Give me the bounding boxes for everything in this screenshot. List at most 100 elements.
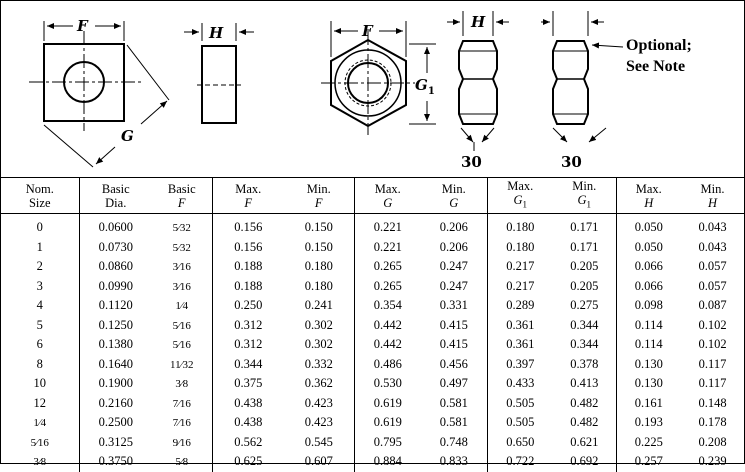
table-cell: 0.795 bbox=[353, 432, 421, 452]
table-cell: 0.102 bbox=[698, 317, 727, 332]
table-cell: 0.2160 bbox=[78, 393, 152, 413]
table-cell: 9⁄16 bbox=[172, 436, 191, 449]
table-cell: 0.130 bbox=[615, 374, 681, 394]
table-cell: 0.050 bbox=[615, 213, 681, 238]
column-header: Nom.Size bbox=[1, 178, 79, 214]
table-cell: 0.156 bbox=[211, 237, 284, 257]
table-cell: 0.378 bbox=[570, 356, 599, 371]
table-cell: 0.114 bbox=[615, 335, 681, 355]
table-cell: 4 bbox=[36, 298, 43, 313]
column-header: Min.G1 bbox=[553, 178, 616, 214]
table-cell: 0.505 bbox=[486, 393, 553, 413]
table-cell: 3 bbox=[36, 278, 43, 293]
table-cell: 0.066 bbox=[615, 257, 681, 277]
label-h-hex: H bbox=[470, 13, 486, 31]
table-cell: 0.545 bbox=[304, 434, 333, 449]
table-cell: 0.312 bbox=[211, 315, 284, 335]
table-cell: 0.066 bbox=[615, 276, 681, 296]
table-cell: 0.180 bbox=[304, 278, 333, 293]
table-cell: 0.354 bbox=[353, 296, 421, 316]
table-cell: 0.530 bbox=[353, 374, 421, 394]
table-cell: 8 bbox=[36, 356, 43, 371]
square-nut-side-view bbox=[184, 23, 254, 124]
table-cell: 0.193 bbox=[615, 413, 681, 433]
table-cell: 0.057 bbox=[698, 259, 727, 274]
table-cell: 0.438 bbox=[211, 393, 284, 413]
table-cell: 1⁄4 bbox=[175, 300, 189, 313]
column-header: Max.G1 bbox=[486, 178, 553, 214]
table-cell: 0.1120 bbox=[78, 296, 152, 316]
table-cell: 0.456 bbox=[439, 356, 468, 371]
table-cell: 0.0600 bbox=[78, 213, 152, 238]
square-nut-top-view bbox=[29, 21, 170, 168]
table-cell: 0.442 bbox=[353, 335, 421, 355]
table-cell: 0.043 bbox=[698, 220, 727, 235]
table-cell: 0.482 bbox=[570, 415, 599, 430]
table-cell: 3⁄8 bbox=[33, 456, 47, 469]
table-cell: 0.171 bbox=[570, 239, 599, 254]
table-cell: 0.171 bbox=[570, 220, 599, 235]
table-cell: 0.161 bbox=[615, 393, 681, 413]
table-cell: 0.241 bbox=[304, 298, 333, 313]
table-cell: 0.2500 bbox=[78, 413, 152, 433]
table-cell: 2 bbox=[36, 259, 43, 274]
table-cell: 0.331 bbox=[439, 298, 468, 313]
table-cell: 0.375 bbox=[211, 374, 284, 394]
table-cell: 0.114 bbox=[615, 315, 681, 335]
table-cell: 0.833 bbox=[439, 454, 468, 469]
table-cell: 0.102 bbox=[698, 337, 727, 352]
table-cell: 5⁄16 bbox=[172, 339, 191, 352]
table-cell: 0.0990 bbox=[78, 276, 152, 296]
table-cell: 0.225 bbox=[615, 432, 681, 452]
label-f-hex: F bbox=[361, 22, 374, 40]
table-cell: 7⁄16 bbox=[172, 397, 191, 410]
column-header: Max.F bbox=[211, 178, 284, 214]
table-cell: 0.415 bbox=[439, 317, 468, 332]
table-cell: 0.188 bbox=[211, 257, 284, 277]
table-cell: 0.621 bbox=[570, 434, 599, 449]
table-cell: 0.1900 bbox=[78, 374, 152, 394]
table-cell: 5⁄16 bbox=[30, 436, 49, 449]
table-cell: 0.221 bbox=[353, 213, 421, 238]
table-cell: 0.217 bbox=[486, 257, 553, 277]
table-cell: 0.442 bbox=[353, 315, 421, 335]
table-cell: 10 bbox=[33, 376, 47, 391]
table-cell: 0.206 bbox=[439, 239, 468, 254]
table-cell: 0.180 bbox=[486, 213, 553, 238]
table-cell: 0.0860 bbox=[78, 257, 152, 277]
table-cell: 0.250 bbox=[211, 296, 284, 316]
table-cell: 0.1380 bbox=[78, 335, 152, 355]
hex-nut-side-view-optional bbox=[541, 11, 624, 143]
table-cell: 0.178 bbox=[698, 415, 727, 430]
table-cell: 0.1640 bbox=[78, 354, 152, 374]
table-cell: 0.3750 bbox=[78, 452, 152, 472]
table-cell: 0.433 bbox=[486, 374, 553, 394]
table-cell: 0.150 bbox=[304, 220, 333, 235]
column-header: Max.G bbox=[353, 178, 421, 214]
table-cell: 0.423 bbox=[304, 395, 333, 410]
table-cell: 0.312 bbox=[211, 335, 284, 355]
table-cell: 0.607 bbox=[304, 454, 333, 469]
table-cell: 0.362 bbox=[304, 376, 333, 391]
table-cell: 0.205 bbox=[570, 278, 599, 293]
nut-dimension-figure: F H G F H G1 30 30 Optional; See Note bbox=[1, 1, 744, 178]
table-cell: 0.486 bbox=[353, 354, 421, 374]
table-cell: 3⁄16 bbox=[172, 280, 191, 293]
table-cell: 0.302 bbox=[304, 317, 333, 332]
table-cell: 0.150 bbox=[304, 239, 333, 254]
table-cell: 1⁄4 bbox=[33, 417, 47, 430]
label-h-square: H bbox=[208, 24, 224, 42]
table-cell: 0.361 bbox=[486, 315, 553, 335]
table-cell: 0.057 bbox=[698, 278, 727, 293]
table-cell: 0 bbox=[36, 220, 43, 235]
